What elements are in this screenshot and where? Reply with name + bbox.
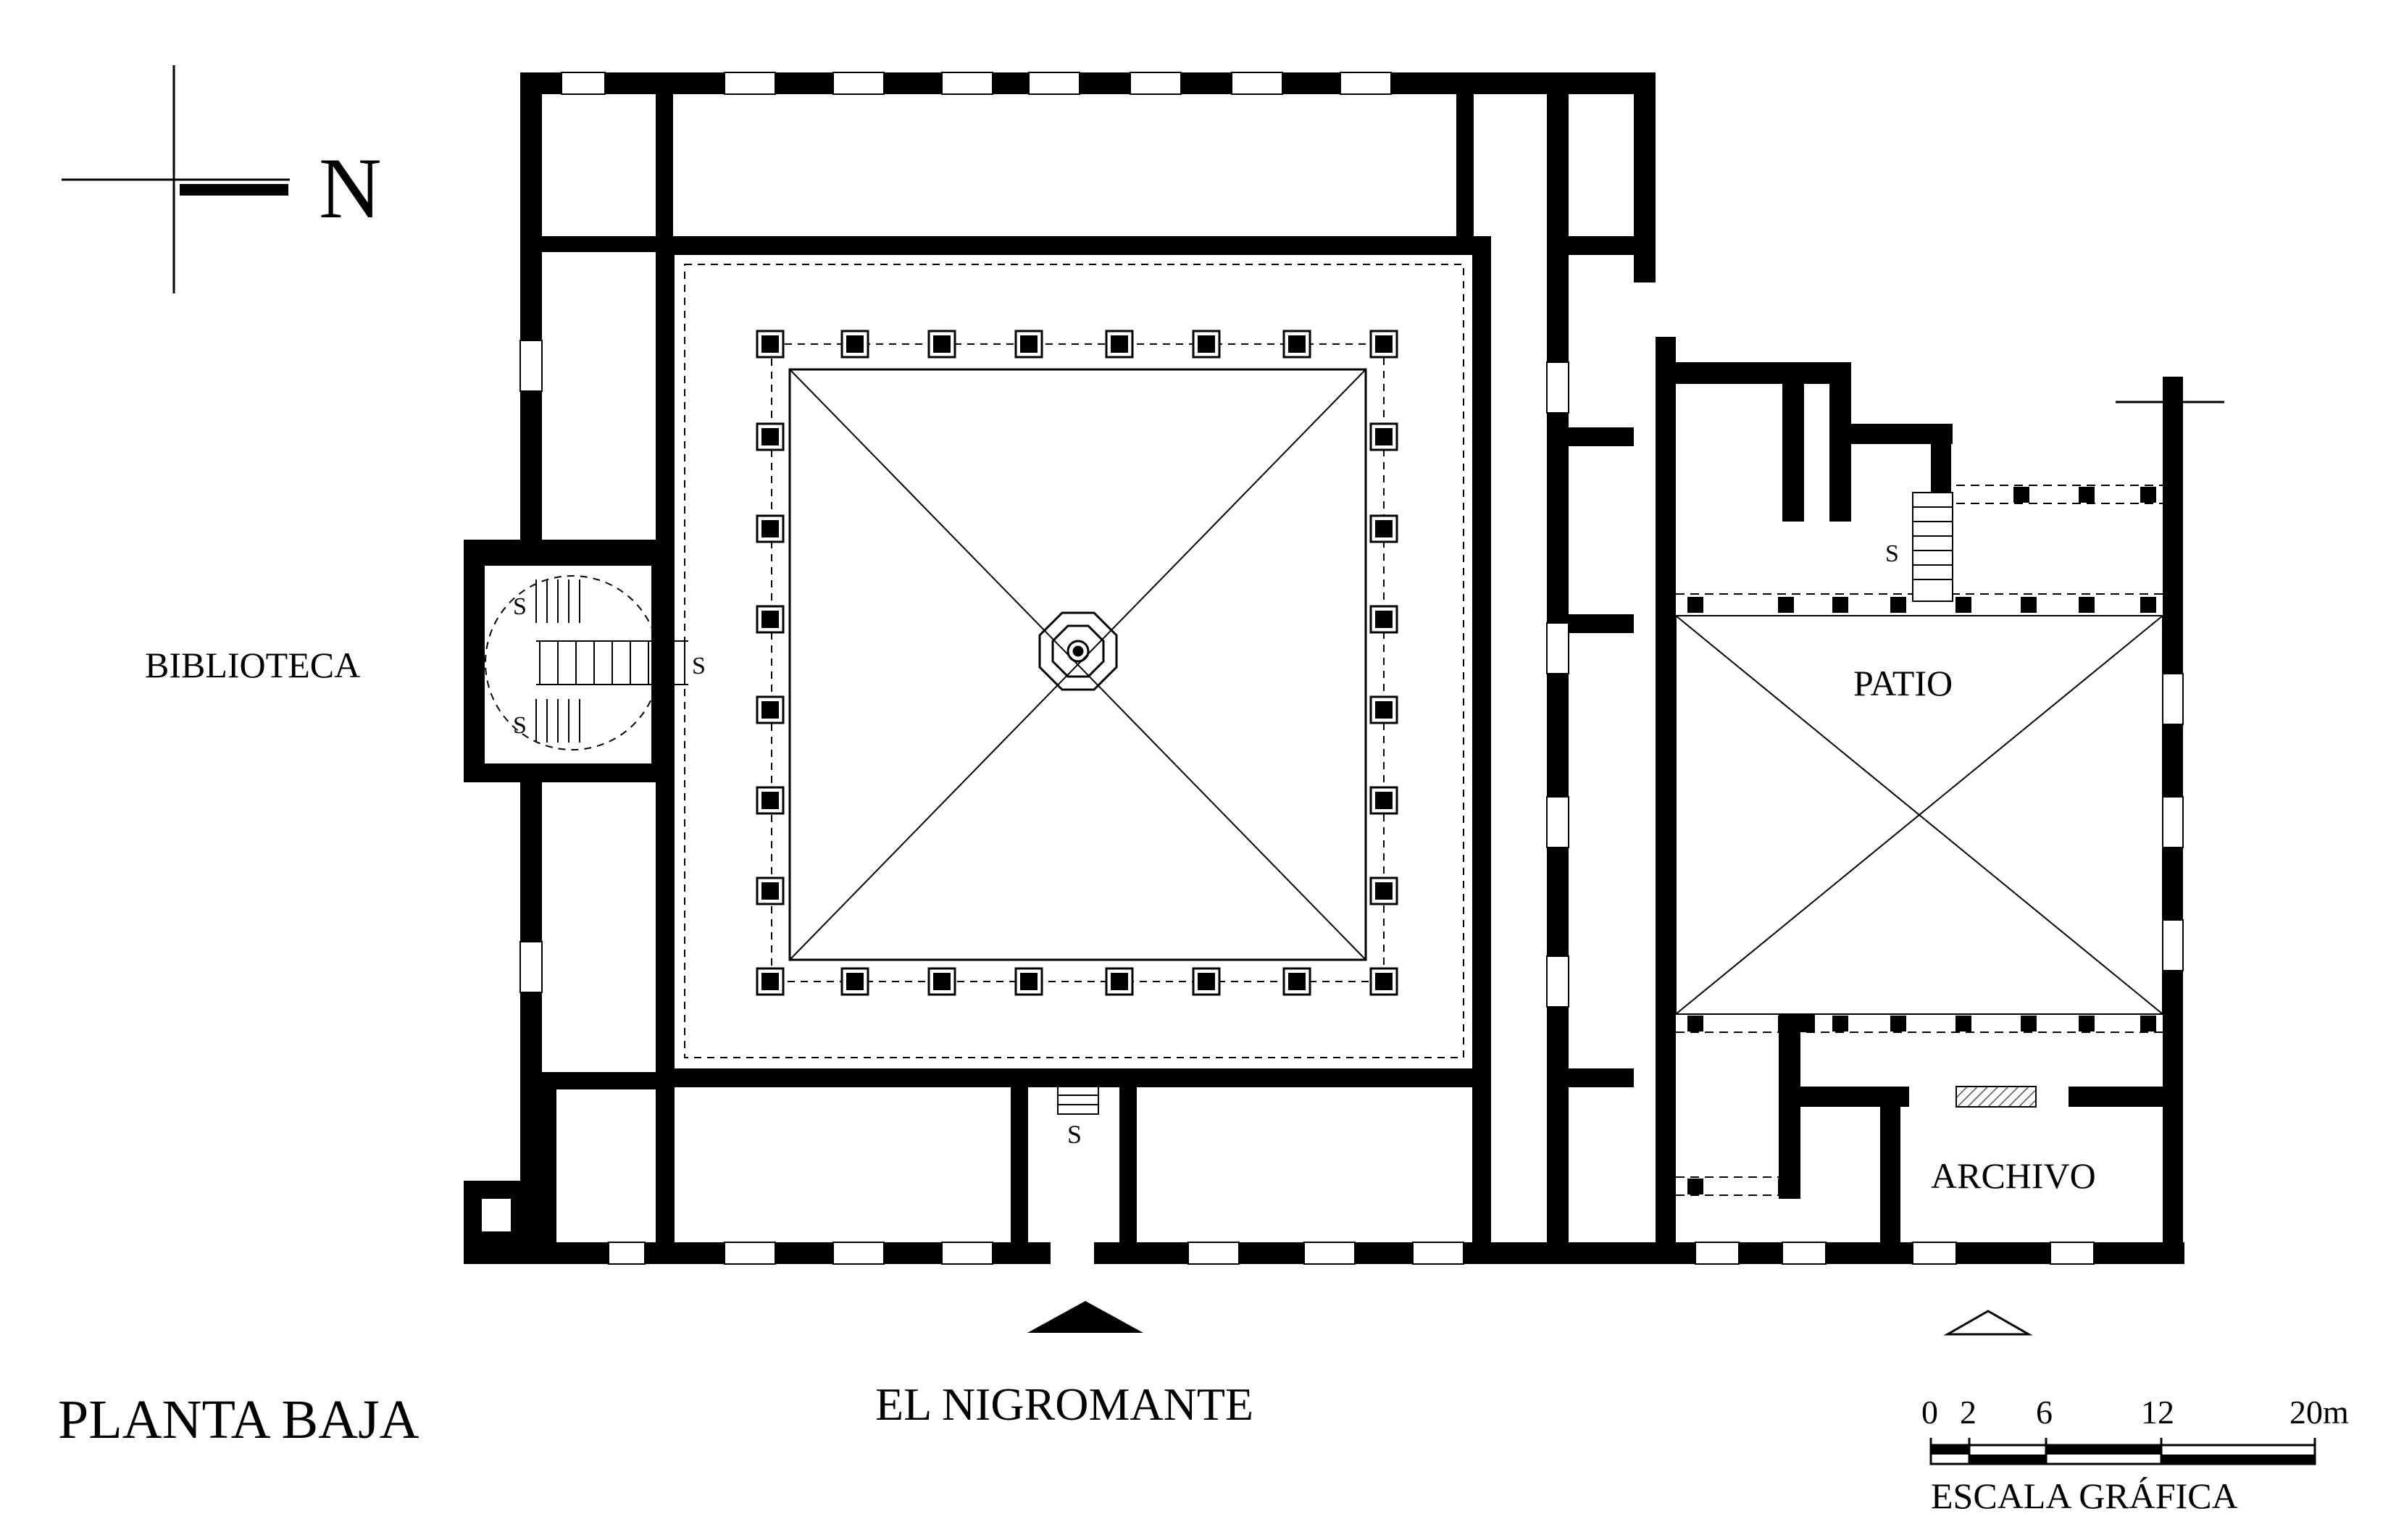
patio-pier — [2140, 597, 2156, 613]
pier-core — [1375, 701, 1393, 719]
cloister — [684, 264, 1464, 1058]
main-windows — [519, 72, 1569, 1265]
room-label-patio: PATIO — [1853, 663, 1953, 703]
scale-tick-2: 2 — [1960, 1394, 1977, 1431]
stair-mark-upper: S — [513, 593, 527, 620]
patio-pier — [1890, 1016, 1906, 1031]
patio-pier — [1778, 1179, 1794, 1194]
patio-pier — [2021, 1016, 2037, 1031]
pier-core — [1375, 520, 1393, 537]
southwest-annex — [464, 1181, 529, 1264]
pier-core — [846, 335, 864, 353]
scale-tick-12: 12 — [2141, 1394, 2174, 1431]
patio-pier — [2013, 487, 2029, 503]
patio-pier — [1778, 597, 1794, 613]
scale-caption: ESCALA GRÁFICA — [1931, 1476, 2238, 1516]
pier-core — [1111, 973, 1128, 990]
pier-core — [933, 973, 951, 990]
main-entrance-gap — [1051, 1240, 1094, 1266]
patio-pier — [2140, 487, 2156, 503]
stair-mark-lower: S — [513, 712, 527, 739]
pier-core — [846, 973, 864, 990]
patio-pier — [1687, 597, 1703, 613]
patio-pier — [2079, 597, 2095, 613]
patio: S — [1675, 485, 2163, 1196]
scale-tick-6: 6 — [2036, 1394, 2053, 1431]
stair-mark-south: S — [1067, 1120, 1082, 1149]
pier-core — [933, 335, 951, 353]
plan-title: PLANTA BAJA — [58, 1389, 419, 1450]
patio-pier — [2140, 1016, 2156, 1031]
patio-pier — [1687, 1179, 1703, 1194]
patio-pier — [1687, 1016, 1703, 1031]
pier-core — [761, 335, 779, 353]
pier-core — [1288, 335, 1306, 353]
patio-pier — [1955, 1016, 1971, 1031]
secondary-entrance-marker — [1943, 1310, 2033, 1336]
entrance-label: EL NIGROMANTE — [875, 1378, 1253, 1430]
pier-core — [761, 973, 779, 990]
scale-bar: 0 2 6 12 20m ESCALA GRÁFICA — [1921, 1394, 2349, 1516]
stair-mark-patio: S — [1885, 540, 1899, 567]
patio-pier — [2021, 597, 2037, 613]
pier-core — [761, 882, 779, 900]
pier-core — [761, 611, 779, 628]
main-entrance-marker — [1027, 1301, 1143, 1333]
pier-core — [1375, 882, 1393, 900]
north-arrow: N — [62, 65, 382, 293]
pier-core — [761, 792, 779, 809]
pier-core — [1375, 335, 1393, 353]
pier-core — [1375, 428, 1393, 445]
pier-core — [761, 701, 779, 719]
patio-pier — [2079, 1016, 2095, 1031]
scale-tick-0: 0 — [1921, 1394, 1938, 1431]
patio-pier — [1955, 597, 1971, 613]
pier-core — [1375, 611, 1393, 628]
pier-core — [1198, 335, 1215, 353]
pier-core — [1288, 973, 1306, 990]
north-letter: N — [319, 140, 382, 236]
east-windows — [1695, 673, 2184, 1265]
stair-block: S S S — [464, 540, 706, 782]
north-wall-fragment — [2116, 380, 2224, 403]
pier-core — [1198, 973, 1215, 990]
pier-core — [1375, 973, 1393, 990]
patio-pier — [2079, 487, 2095, 503]
south-stair: S — [1057, 1086, 1099, 1149]
room-label-archivo: ARCHIVO — [1931, 1155, 2096, 1196]
room-label-biblioteca: BIBLIOTECA — [145, 645, 360, 685]
patio-pier — [1890, 597, 1906, 613]
pier-core — [1111, 335, 1128, 353]
pier-core — [1375, 792, 1393, 809]
pier-core — [1020, 973, 1038, 990]
scale-tick-20: 20m — [2289, 1394, 2349, 1431]
cloister-piers — [756, 330, 1398, 996]
stair-mark-center: S — [692, 653, 706, 679]
pier-core — [1020, 335, 1038, 353]
patio-pier — [1832, 1016, 1848, 1031]
patio-pier — [1778, 1016, 1794, 1031]
pier-core — [761, 520, 779, 537]
pier-core — [761, 428, 779, 445]
fountain — [1038, 611, 1118, 691]
patio-pier — [1832, 597, 1848, 613]
patio-piers — [1687, 487, 2156, 1194]
main-building — [520, 72, 1569, 1264]
